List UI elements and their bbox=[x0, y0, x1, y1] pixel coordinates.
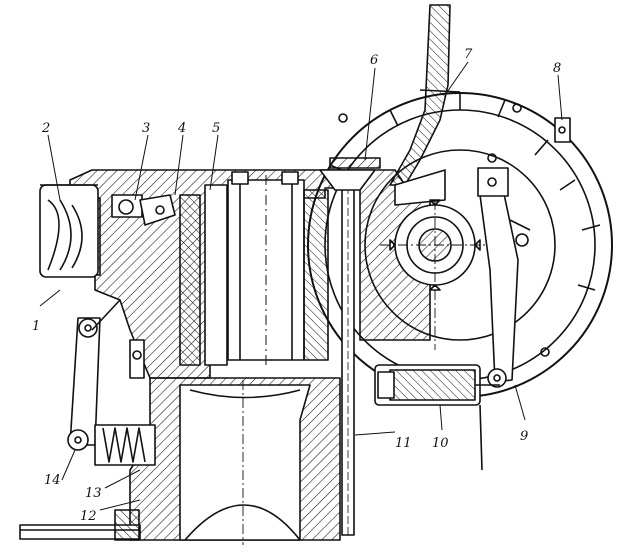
upper-lever bbox=[389, 4, 461, 206]
callout-4: 4 bbox=[177, 121, 186, 136]
callout-5: 5 bbox=[212, 121, 220, 136]
callout-2: 2 bbox=[41, 121, 50, 136]
callout-10: 10 bbox=[432, 436, 449, 451]
callout-labels: 1 2 3 4 5 6 7 8 9 10 11 12 13 14 bbox=[32, 47, 561, 524]
callout-1: 1 bbox=[32, 319, 40, 334]
callout-14: 14 bbox=[44, 473, 61, 488]
vertical-rod bbox=[341, 174, 355, 536]
small-spring bbox=[94, 339, 156, 466]
bracket bbox=[111, 194, 176, 226]
lower-base bbox=[19, 377, 341, 545]
callout-12: 12 bbox=[80, 509, 97, 524]
gear-wheel bbox=[380, 199, 490, 350]
callout-9: 9 bbox=[520, 429, 528, 444]
lower-left-lever bbox=[67, 299, 121, 451]
callout-3: 3 bbox=[142, 121, 150, 136]
linkage-arm bbox=[477, 117, 571, 388]
callout-11: 11 bbox=[395, 436, 412, 451]
top-plate bbox=[319, 157, 381, 191]
callout-7: 7 bbox=[464, 47, 473, 62]
lower-spring-cylinder bbox=[374, 364, 500, 471]
callout-13: 13 bbox=[85, 486, 102, 501]
spring-chamber bbox=[39, 184, 99, 278]
callout-8: 8 bbox=[553, 61, 561, 76]
callout-6: 6 bbox=[370, 53, 378, 68]
cylinder-sleeve bbox=[179, 171, 329, 366]
leader-lines bbox=[39, 61, 563, 511]
